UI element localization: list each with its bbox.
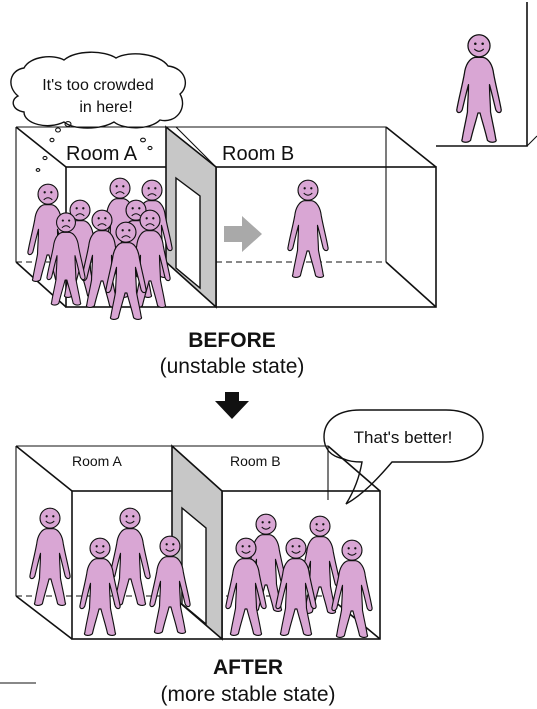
arrow-right-icon <box>224 216 262 252</box>
bubble-text-after: That's better! <box>354 428 453 447</box>
after-caption-title: AFTER <box>213 656 283 679</box>
bubble-line-1: It's too crowded <box>42 77 154 94</box>
before-caption-subtitle: (unstable state) <box>160 355 305 378</box>
crowded-thought-bubble: It's too crowded in here! <box>11 52 185 141</box>
bubble-line-2: in here! <box>79 99 132 116</box>
happy-person-icon <box>332 540 372 637</box>
crowd-room-a-before <box>28 178 172 319</box>
happy-person-icon <box>457 35 501 142</box>
room-a-label-after: Room A <box>72 453 122 469</box>
room-b-label-before: Room B <box>222 143 294 165</box>
happy-person-icon <box>288 180 328 277</box>
people-room-a-after <box>30 508 190 635</box>
room-b-label-after: Room B <box>230 453 281 469</box>
arrow-down-icon <box>215 392 249 419</box>
happy-person-icon <box>80 538 120 635</box>
happy-person-icon <box>30 508 70 605</box>
room-a-label-before: Room A <box>66 143 138 165</box>
better-speech-bubble: That's better! <box>324 410 483 504</box>
people-room-b-after <box>226 514 372 637</box>
corner-scene <box>436 2 537 146</box>
after-rooms: Room A Room B <box>16 446 380 639</box>
after-caption-subtitle: (more stable state) <box>160 683 335 706</box>
before-caption-title: BEFORE <box>188 329 276 352</box>
before-rooms: Room A Room B <box>16 127 436 319</box>
